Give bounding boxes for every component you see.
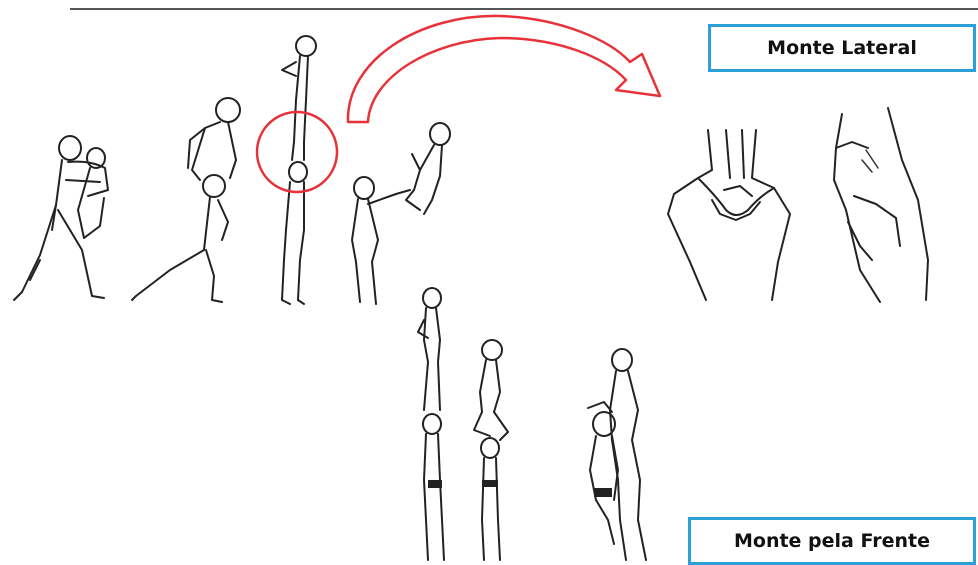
monte-lateral-detail xyxy=(668,108,928,302)
figure-tower-6 xyxy=(474,340,508,560)
figure-tower-5 xyxy=(418,288,444,560)
label-monte-pela-frente: Monte pela Frente xyxy=(688,517,976,565)
figure-pair-4 xyxy=(352,123,450,304)
figure-pair-1 xyxy=(14,136,108,300)
figure-pair-7 xyxy=(588,349,646,560)
curved-arrow-icon xyxy=(348,16,660,122)
label-monte-lateral-text: Monte Lateral xyxy=(767,37,917,59)
figure-tower-3 xyxy=(282,36,316,304)
figure-pair-2 xyxy=(132,98,240,302)
label-monte-lateral: Monte Lateral xyxy=(708,24,976,72)
label-monte-pela-frente-text: Monte pela Frente xyxy=(734,530,930,552)
highlight-circle-icon xyxy=(257,112,337,192)
